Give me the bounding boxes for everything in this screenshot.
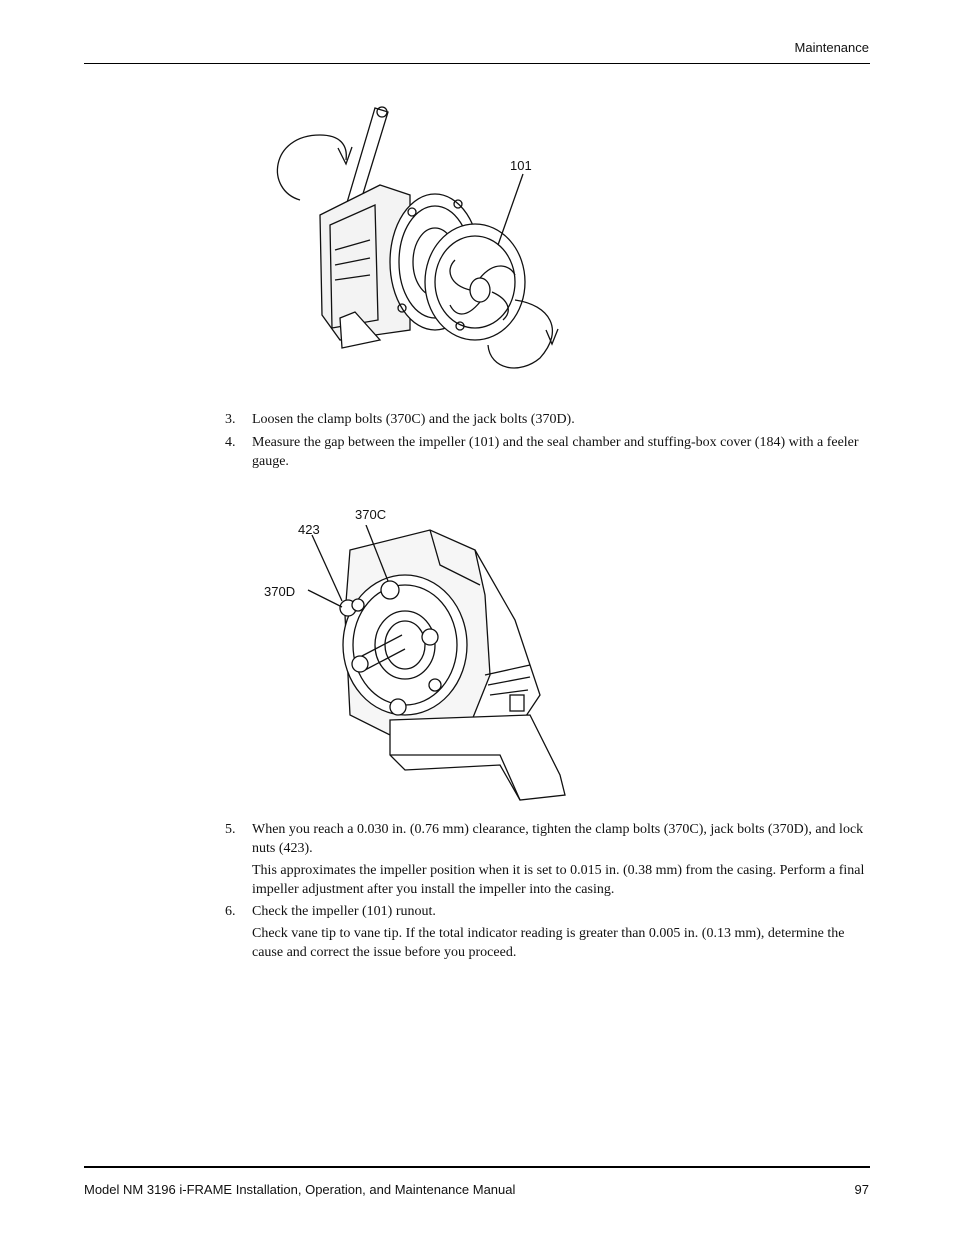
footer-rule — [84, 1166, 870, 1168]
impeller-rotation-figure — [276, 106, 559, 369]
step-text: When you reach a 0.030 in. (0.76 mm) cle… — [252, 822, 864, 856]
step-text: Measure the gap between the impeller (10… — [252, 435, 859, 469]
page-number: 97 — [854, 1182, 869, 1197]
running-header: Maintenance — [794, 40, 869, 55]
step-number: 3. — [225, 412, 236, 427]
callout-370c: 370C — [355, 507, 387, 522]
footer-manual-title: Model NM 3196 i-FRAME Installation, Oper… — [84, 1182, 516, 1197]
step-number: 5. — [225, 822, 236, 837]
step-text: Loosen the clamp bolts (370C) and the ja… — [252, 412, 575, 427]
bearing-housing-figure — [307, 525, 566, 801]
callout-423: 423 — [298, 522, 320, 537]
step-number: 4. — [225, 435, 236, 450]
step-6-note: Check vane tip to vane tip. If the total… — [252, 926, 845, 960]
callout-101: 101 — [510, 158, 532, 173]
header-rule — [84, 63, 870, 64]
step-number: 6. — [225, 904, 236, 919]
callout-370d: 370D — [264, 584, 296, 599]
step-text: Check the impeller (101) runout. — [252, 904, 436, 919]
step-5-note: This approximates the impeller position … — [252, 863, 865, 897]
